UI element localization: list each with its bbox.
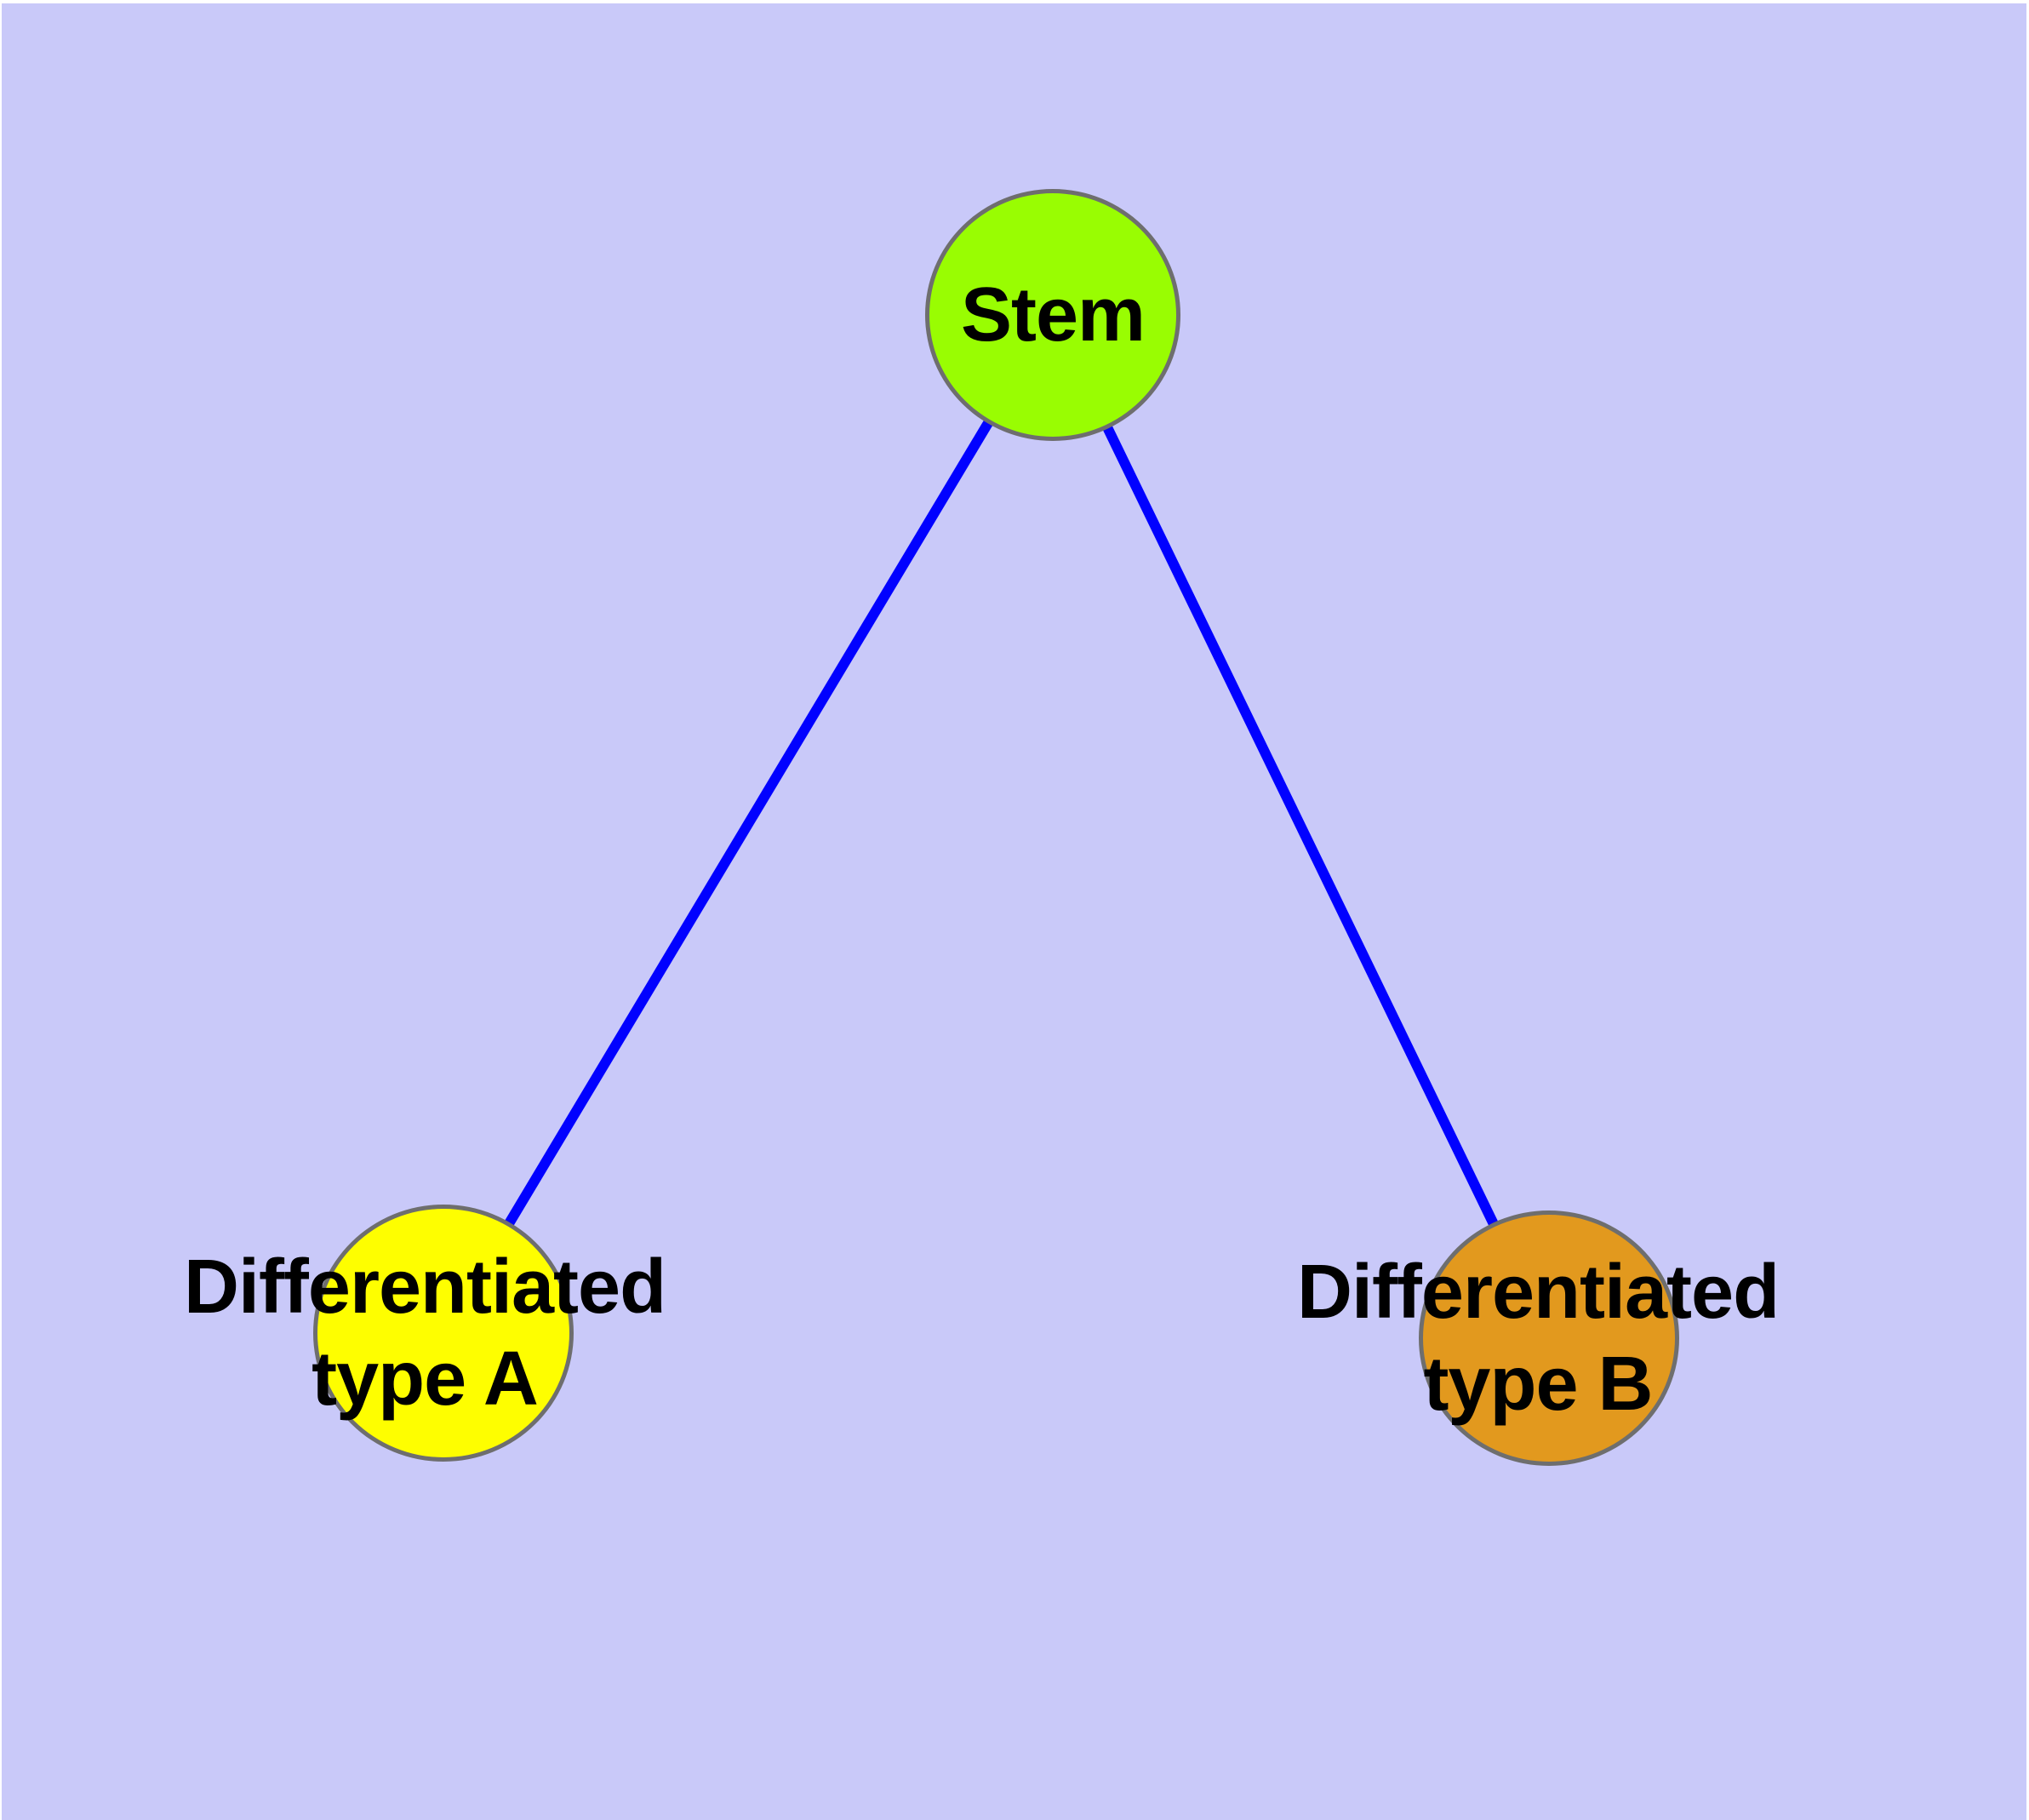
- node-differentiated-type-b-label-line-2: type B: [1423, 1342, 1653, 1427]
- node-differentiated-type-a: Differentiated type A: [184, 1205, 666, 1462]
- node-differentiated-type-b-label-line-1: Differentiated: [1296, 1250, 1780, 1335]
- node-stem-label-line: Stem: [960, 272, 1146, 358]
- node-differentiated-type-a-label: Differentiated type A: [184, 1241, 666, 1425]
- node-differentiated-type-b: Differentiated type B: [1297, 1210, 1780, 1466]
- edge-stem-to-differentiated-type-b: [1048, 312, 1554, 1341]
- edge-stem-to-differentiated-type-a: [438, 312, 1058, 1336]
- node-differentiated-type-a-label-line-2: type A: [311, 1336, 539, 1422]
- node-stem: Stem: [925, 189, 1180, 441]
- node-stem-label: Stem: [960, 269, 1146, 361]
- node-differentiated-type-b-label: Differentiated type B: [1296, 1246, 1780, 1430]
- node-differentiated-type-a-label-line-1: Differentiated: [183, 1245, 666, 1330]
